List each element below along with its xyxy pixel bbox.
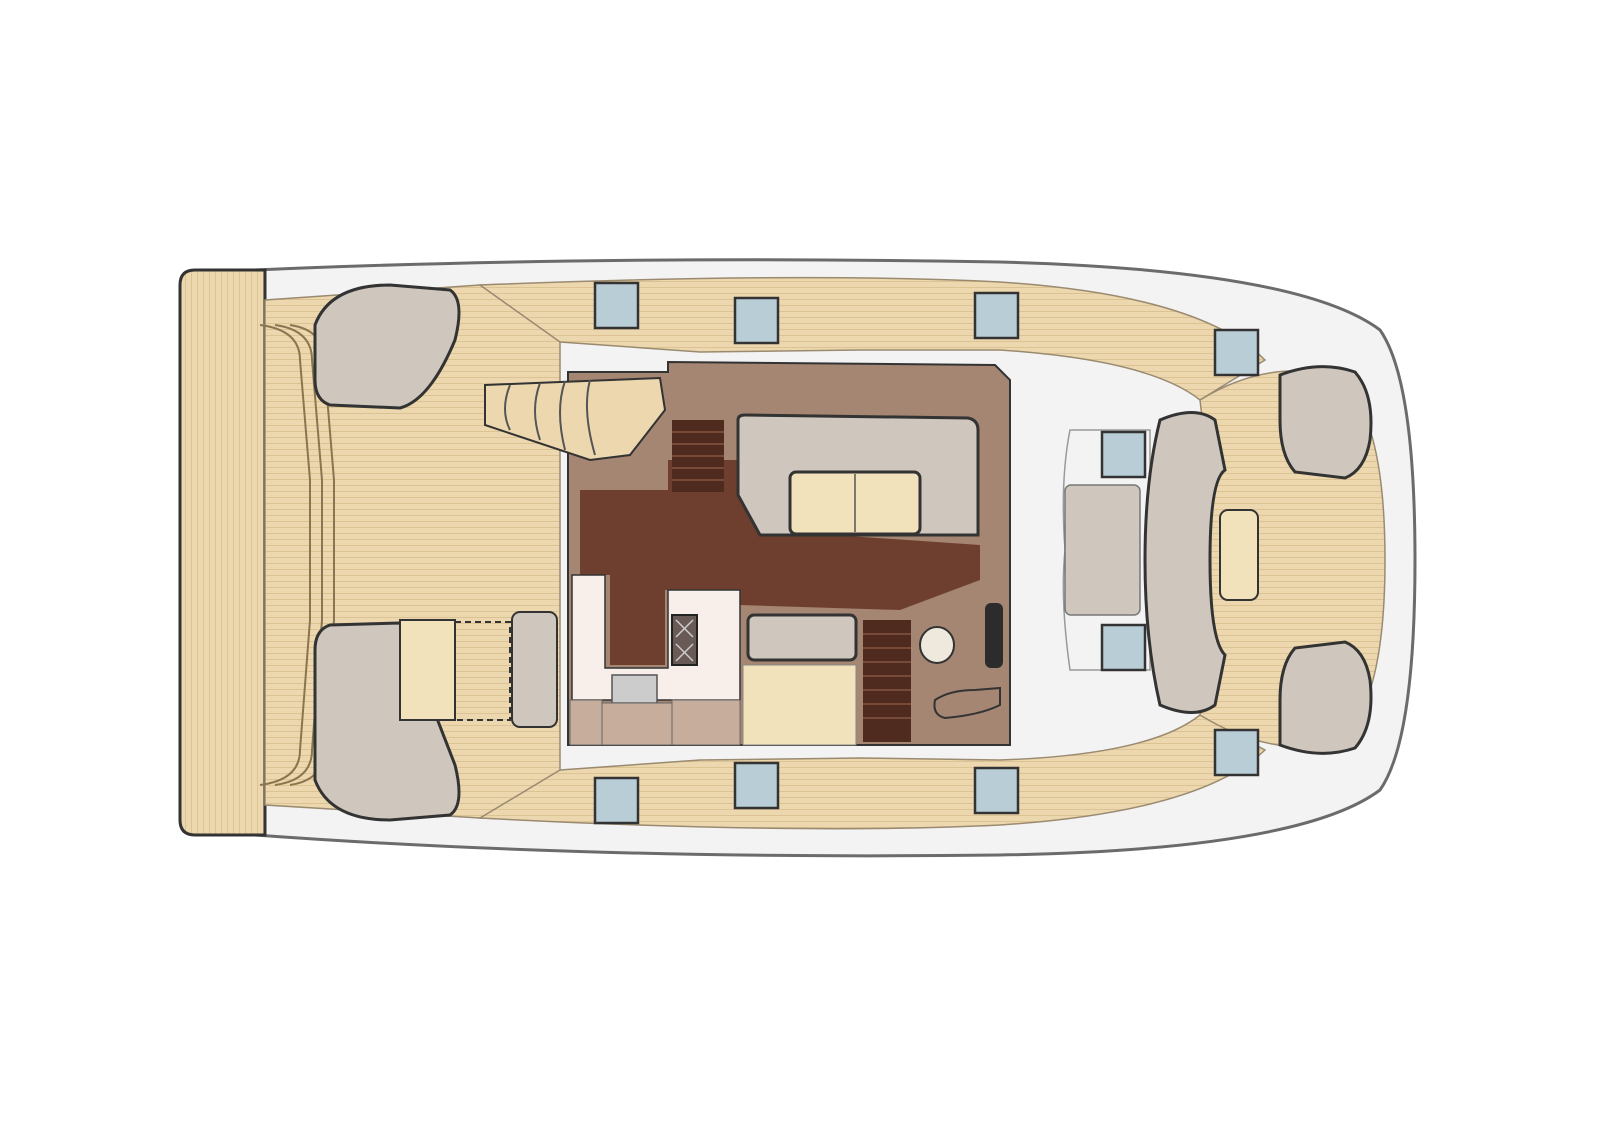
port-side-deck — [477, 276, 1267, 401]
helm-seat — [919, 626, 955, 664]
starboard-side-deck — [477, 714, 1267, 830]
foredeck-hatch — [1219, 509, 1259, 601]
aft-bench — [511, 611, 558, 728]
galley-cabinet-1 — [569, 699, 603, 746]
hatch — [733, 761, 780, 810]
hatch — [973, 766, 1020, 815]
forward-cockpit-bench — [1064, 484, 1141, 616]
helm-console — [985, 603, 1003, 668]
bow-seat-port — [1278, 365, 1373, 480]
hatch — [593, 776, 640, 825]
cockpit-table — [399, 619, 456, 721]
galley-sink — [611, 674, 658, 704]
galley-cabinet-2 — [601, 702, 673, 746]
hatch — [733, 296, 780, 345]
stairs-down-port — [672, 420, 724, 492]
hatch — [1213, 328, 1260, 377]
deck-hatches — [593, 281, 1260, 825]
bow-seat-starboard — [1278, 640, 1373, 755]
aft-steps — [259, 324, 335, 786]
cooktop — [671, 614, 698, 666]
galley-cabinet-3 — [671, 699, 741, 746]
swim-platform — [178, 268, 267, 837]
aft-lounge-cushion-starboard — [313, 621, 461, 822]
salon-ottoman — [746, 613, 858, 662]
salon-floor — [580, 460, 980, 665]
hatch — [1100, 623, 1147, 672]
forward-lounge-cushion — [1143, 411, 1227, 714]
hatch — [593, 281, 640, 330]
hatch — [1100, 430, 1147, 479]
hatch — [973, 291, 1020, 340]
cockpit-table-extension — [454, 621, 511, 721]
aft-lounge-cushion-port — [313, 283, 461, 410]
hatch — [1213, 728, 1260, 777]
cooktop-burners — [675, 619, 694, 662]
helm-dash — [933, 686, 1001, 720]
flybridge-stair-treads — [504, 379, 596, 456]
stairs-down-starboard — [863, 620, 911, 742]
flybridge-stairs — [484, 376, 667, 462]
salon-side-table — [742, 664, 857, 746]
